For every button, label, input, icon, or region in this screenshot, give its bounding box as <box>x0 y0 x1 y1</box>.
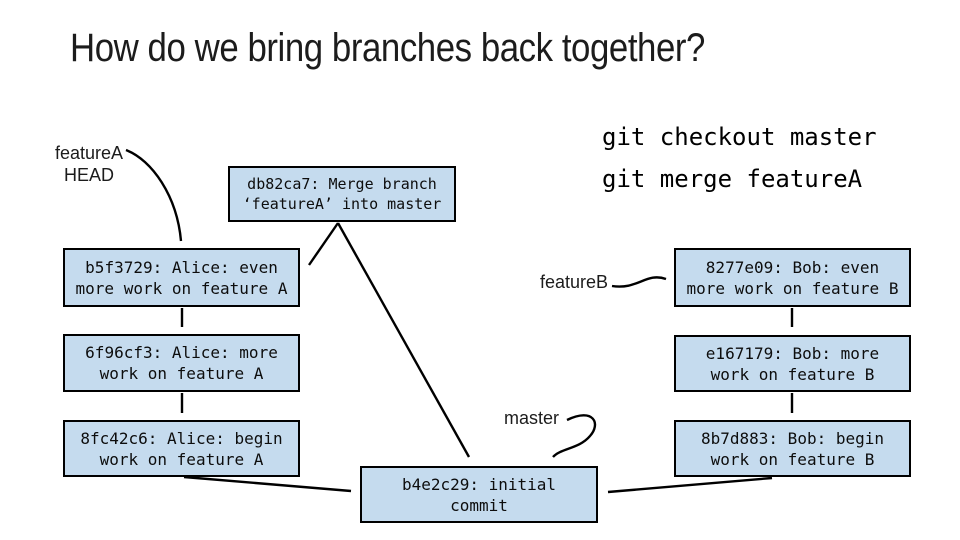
head-label: HEAD <box>64 165 115 185</box>
commit-box-db82ca7: db82ca7: Merge branch ‘featureA’ into ma… <box>228 166 456 222</box>
commit-text-line1: 8b7d883: Bob: begin <box>700 428 885 448</box>
commit-text-line1: 8277e09: Bob: even <box>705 257 880 277</box>
branch-label-featureA: featureA <box>55 143 124 163</box>
commit-box-8277e09: 8277e09: Bob: even more work on feature … <box>674 248 911 307</box>
commit-box-b4e2c29: b4e2c29: initial commit <box>360 466 598 523</box>
arrow-8fc42c6-to-b4e2c29 <box>183 475 352 493</box>
commit-text-line2: work on feature B <box>710 364 875 384</box>
arrow-db82ca7-to-b4e2c29 <box>336 222 471 458</box>
commit-text-line1: 8fc42c6: Alice: begin <box>80 428 283 448</box>
commit-box-e167179: e167179: Bob: more work on feature B <box>674 335 911 392</box>
commit-text-line2: ‘featureA’ into master <box>242 195 442 213</box>
commit-text-line2: more work on feature B <box>686 278 899 298</box>
commit-text-line1: b5f3729: Alice: even <box>85 257 278 277</box>
slide-title: How do we bring branches back together? <box>70 26 705 70</box>
branch-label-master: master <box>504 408 560 428</box>
commit-text-line2: commit <box>450 495 508 515</box>
arrow-featureB-to-8277e09 <box>611 276 667 288</box>
commit-box-6f96cf3: 6f96cf3: Alice: more work on feature A <box>63 334 300 392</box>
commit-text-line2: more work on feature A <box>75 278 288 298</box>
commit-text-line1: e167179: Bob: more <box>705 343 880 363</box>
commit-text-line1: b4e2c29: initial <box>401 474 557 494</box>
commit-box-8b7d883: 8b7d883: Bob: begin work on feature B <box>674 420 911 477</box>
arrow-featureA-head-to-b5f3729 <box>125 148 183 242</box>
commit-text-line2: work on feature A <box>99 449 264 469</box>
arrow-master-to-b4e2c29 <box>552 414 597 458</box>
git-commands: git checkout master git merge featureA <box>602 116 877 200</box>
arrow-db82ca7-to-b5f3729 <box>308 222 339 266</box>
commit-text-line2: work on feature A <box>99 364 264 383</box>
commit-text-line1: 6f96cf3: Alice: more <box>85 343 278 362</box>
commit-box-b5f3729: b5f3729: Alice: even more work on featur… <box>63 248 300 307</box>
branch-label-featureB: featureB <box>540 272 609 292</box>
commit-box-8fc42c6: 8fc42c6: Alice: begin work on feature A <box>63 420 300 477</box>
git-command-merge: git merge featureA <box>602 165 863 193</box>
commit-text-line1: db82ca7: Merge branch <box>247 175 437 193</box>
commit-text-line2: work on feature B <box>710 449 875 469</box>
git-command-checkout: git checkout master <box>602 123 877 151</box>
arrow-8b7d883-to-b4e2c29 <box>607 476 773 494</box>
